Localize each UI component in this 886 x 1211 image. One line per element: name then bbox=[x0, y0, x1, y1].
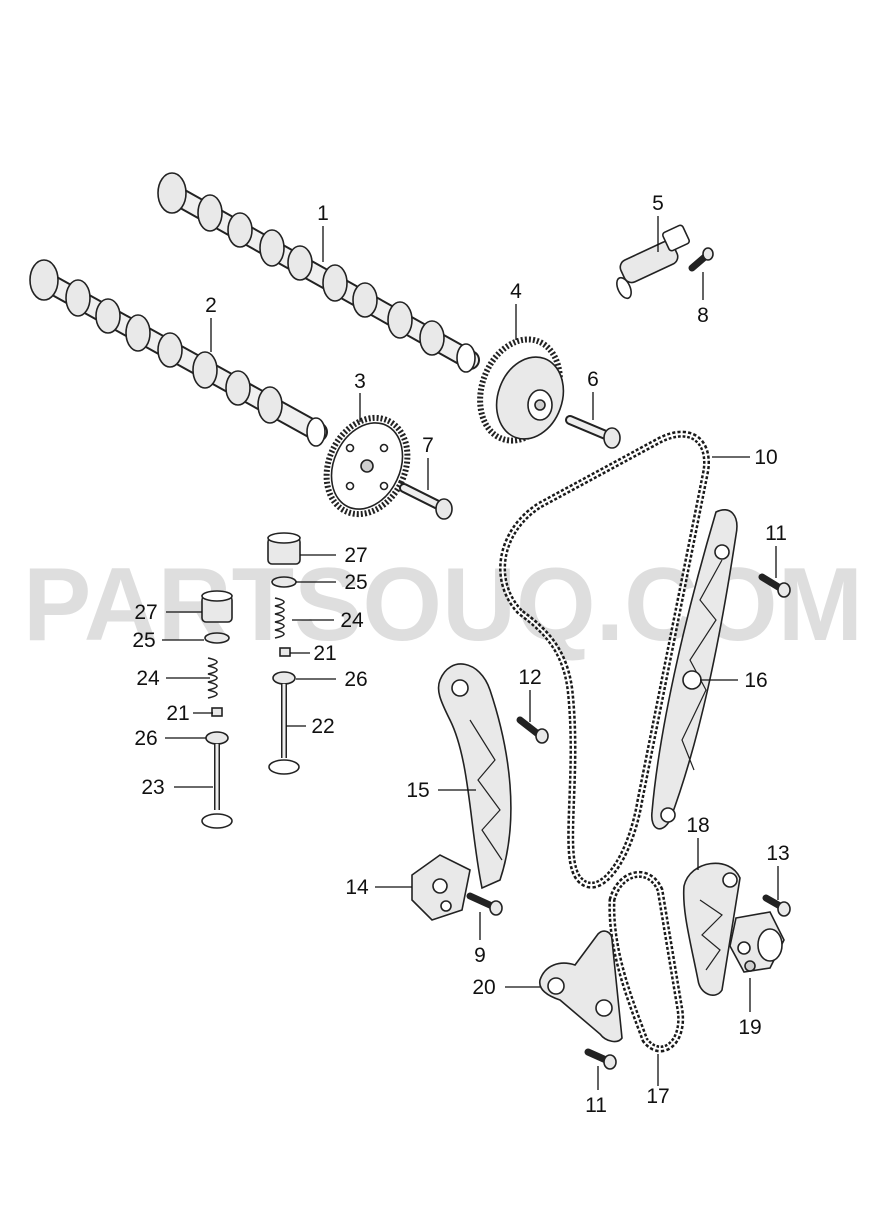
cvvt-assembly[interactable] bbox=[467, 328, 575, 452]
bolt-11-upper[interactable] bbox=[758, 573, 791, 598]
callout-15: 15 bbox=[406, 779, 429, 802]
bolt-7[interactable] bbox=[399, 483, 453, 520]
bolt-11-lower[interactable] bbox=[584, 1048, 617, 1070]
leader-lines bbox=[162, 216, 779, 1090]
callout-6: 6 bbox=[587, 368, 599, 391]
callout-26-right: 26 bbox=[344, 668, 367, 691]
callout-2: 2 bbox=[205, 294, 217, 317]
callout-11-upper: 11 bbox=[765, 522, 787, 545]
bolt-9[interactable] bbox=[466, 892, 503, 916]
chain-guide-15[interactable] bbox=[437, 663, 512, 890]
callout-16: 16 bbox=[744, 669, 767, 692]
callout-11-lower: 11 bbox=[585, 1094, 607, 1117]
callout-22: 22 bbox=[311, 715, 334, 738]
callout-labels: 1 2 3 4 5 6 7 8 9 10 11 11 12 13 14 15 1… bbox=[132, 192, 789, 1117]
callout-25-right: 25 bbox=[344, 571, 367, 594]
exhaust-sprocket[interactable] bbox=[311, 405, 422, 528]
callout-26-left: 26 bbox=[134, 727, 157, 750]
callout-7: 7 bbox=[422, 434, 434, 457]
callout-3: 3 bbox=[354, 370, 366, 393]
callout-12: 12 bbox=[518, 666, 541, 689]
callout-21-left: 21 bbox=[166, 702, 189, 725]
callout-21-right: 21 bbox=[313, 642, 336, 665]
bolt-6[interactable] bbox=[565, 415, 621, 449]
callout-10: 10 bbox=[754, 446, 777, 469]
oil-control-valve[interactable] bbox=[614, 224, 691, 300]
callout-24-left: 24 bbox=[136, 667, 160, 690]
hydraulic-tensioner-19[interactable] bbox=[729, 911, 785, 973]
callout-14: 14 bbox=[345, 876, 369, 899]
bolt-12[interactable] bbox=[516, 716, 549, 744]
tensioner-14[interactable] bbox=[411, 854, 471, 921]
callout-8: 8 bbox=[697, 304, 709, 327]
camshaft-upper[interactable] bbox=[157, 172, 480, 373]
callout-19: 19 bbox=[738, 1016, 761, 1039]
valve-train-exhaust[interactable] bbox=[201, 590, 233, 829]
callout-5: 5 bbox=[652, 192, 664, 215]
callout-18: 18 bbox=[686, 814, 709, 837]
timing-chain-lower[interactable] bbox=[608, 871, 685, 1053]
callout-24-right: 24 bbox=[340, 609, 364, 632]
callout-17: 17 bbox=[646, 1085, 669, 1108]
camshaft-lower[interactable] bbox=[29, 259, 328, 447]
tensioner-arm-18[interactable] bbox=[682, 862, 741, 996]
chain-guide-16[interactable] bbox=[651, 509, 738, 830]
callout-4: 4 bbox=[510, 280, 522, 303]
callout-23: 23 bbox=[141, 776, 164, 799]
callout-1: 1 bbox=[317, 202, 329, 225]
callout-27-left: 27 bbox=[134, 601, 157, 624]
timing-chain-upper[interactable] bbox=[499, 430, 710, 889]
callout-25-left: 25 bbox=[132, 629, 155, 652]
bolt-13[interactable] bbox=[762, 894, 791, 917]
callout-20: 20 bbox=[472, 976, 495, 999]
callout-13: 13 bbox=[766, 842, 789, 865]
bolt-8[interactable] bbox=[688, 247, 714, 272]
valve-train-intake[interactable] bbox=[267, 532, 301, 775]
callout-27-right: 27 bbox=[344, 544, 367, 567]
chain-guide-20[interactable] bbox=[538, 930, 623, 1043]
callout-9: 9 bbox=[474, 944, 486, 967]
